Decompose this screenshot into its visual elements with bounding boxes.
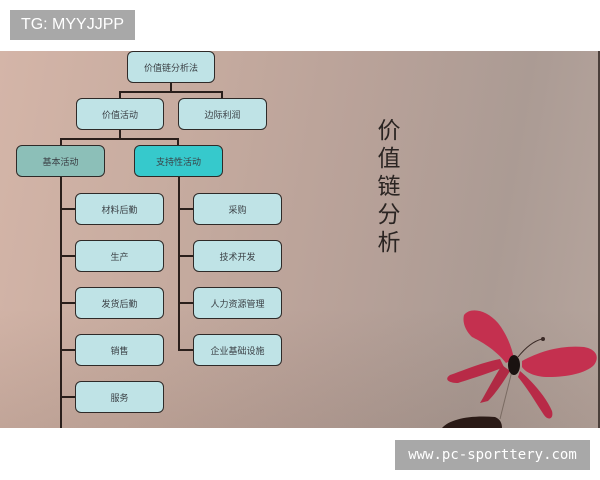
- node-root: 价值链分析法: [127, 51, 215, 83]
- connector-line: [178, 349, 194, 351]
- node-inbound-logistics: 材料后勤: [75, 193, 164, 225]
- title-char: 分: [377, 202, 401, 228]
- connector-line: [60, 208, 76, 210]
- connector-line: [60, 138, 179, 140]
- title-char: 值: [377, 146, 401, 172]
- node-margin: 边际利润: [178, 98, 267, 130]
- connector-line: [221, 91, 223, 99]
- connector-line: [60, 396, 76, 398]
- butterfly-icon: [442, 310, 597, 428]
- connector-line: [119, 129, 121, 139]
- connector-line: [60, 255, 76, 257]
- node-primary-activities: 基本活动: [16, 145, 105, 177]
- connector-line: [119, 91, 223, 93]
- node-firm-infrastructure: 企业基础设施: [193, 334, 282, 366]
- connector-line: [178, 302, 194, 304]
- title-char: 析: [377, 230, 401, 256]
- connector-line: [60, 302, 76, 304]
- connector-line: [178, 176, 180, 351]
- node-sales: 销售: [75, 334, 164, 366]
- slide-image: 价值链分析法 价值活动 边际利润 基本活动 支持性活动 材料后勤 生产 发货后勤…: [0, 51, 600, 428]
- node-outbound-logistics: 发货后勤: [75, 287, 164, 319]
- node-support-activities: 支持性活动: [134, 145, 223, 177]
- node-procurement: 采购: [193, 193, 282, 225]
- node-service: 服务: [75, 381, 164, 413]
- title-char: 价: [377, 118, 401, 144]
- watermark-top: TG: MYYJJPP: [10, 10, 135, 40]
- connector-line: [178, 208, 194, 210]
- node-technology-development: 技术开发: [193, 240, 282, 272]
- connector-line: [177, 138, 179, 146]
- vertical-title: 价 值 链 分 析: [374, 117, 404, 257]
- node-hr-management: 人力资源管理: [193, 287, 282, 319]
- node-value-activities: 价值活动: [76, 98, 164, 130]
- connector-line: [60, 138, 62, 146]
- node-operations: 生产: [75, 240, 164, 272]
- connector-line: [178, 255, 194, 257]
- connector-line: [119, 91, 121, 99]
- connector-line: [170, 82, 172, 92]
- watermark-bottom: www.pc-sporttery.com: [395, 440, 590, 470]
- title-char: 链: [377, 174, 401, 200]
- connector-line: [60, 349, 76, 351]
